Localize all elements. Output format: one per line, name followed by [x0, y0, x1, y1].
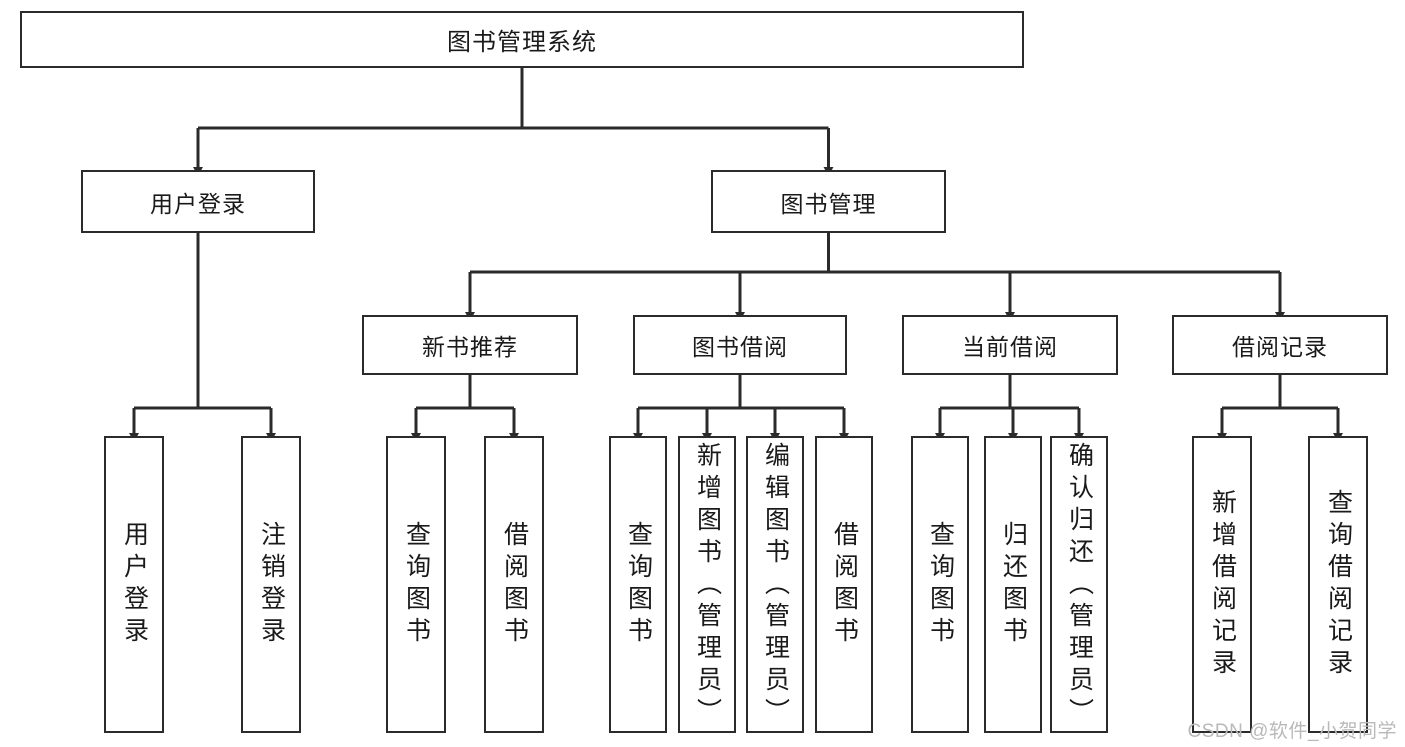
- leaf-node-7[interactable]: 借阅图书: [815, 436, 873, 733]
- node-label: 编辑图书（管理员）: [761, 442, 790, 730]
- level2-node-1[interactable]: 图书借阅: [633, 315, 847, 375]
- node-label: 查询图书: [624, 520, 653, 649]
- leaf-node-10[interactable]: 确认归还（管理员）: [1050, 436, 1108, 733]
- leaf-node-3[interactable]: 借阅图书: [484, 436, 544, 733]
- level2-node-3[interactable]: 借阅记录: [1172, 315, 1388, 375]
- node-label: 归还图书: [999, 520, 1028, 649]
- node-label: 用户登录: [120, 520, 149, 649]
- node-label: 新增借阅记录: [1208, 488, 1237, 681]
- leaf-node-11[interactable]: 新增借阅记录: [1192, 436, 1252, 733]
- node-label: 查询借阅记录: [1324, 488, 1353, 681]
- leaf-node-2[interactable]: 查询图书: [386, 436, 446, 733]
- node-label: 借阅图书: [830, 520, 859, 649]
- level2-node-2[interactable]: 当前借阅: [902, 315, 1118, 375]
- leaf-node-8[interactable]: 查询图书: [911, 436, 969, 733]
- leaf-node-6[interactable]: 编辑图书（管理员）: [746, 436, 804, 733]
- node-label: 借阅图书: [500, 520, 529, 649]
- leaf-node-12[interactable]: 查询借阅记录: [1308, 436, 1368, 733]
- leaf-node-4[interactable]: 查询图书: [609, 436, 667, 733]
- node-label: 查询图书: [926, 520, 955, 649]
- level1-node-1[interactable]: 图书管理: [711, 170, 946, 233]
- node-label: 用户登录: [150, 190, 246, 217]
- node-label: 确认归还（管理员）: [1065, 442, 1094, 730]
- node-label: 查询图书: [402, 520, 431, 649]
- node-label: 借阅记录: [1232, 334, 1328, 360]
- node-label: 图书借阅: [692, 334, 788, 360]
- watermark-label: CSDN @软件_小贺同学: [1187, 721, 1397, 742]
- leaf-node-5[interactable]: 新增图书（管理员）: [678, 436, 736, 733]
- level2-node-0[interactable]: 新书推荐: [362, 315, 578, 375]
- leaf-node-9[interactable]: 归还图书: [984, 436, 1042, 733]
- level1-node-0[interactable]: 用户登录: [81, 170, 315, 233]
- node-label: 新增图书（管理员）: [693, 442, 722, 730]
- leaf-node-0[interactable]: 用户登录: [104, 436, 164, 733]
- leaf-node-1[interactable]: 注销登录: [241, 436, 301, 733]
- node-label: 注销登录: [257, 520, 286, 649]
- root-node-0[interactable]: 图书管理系统: [20, 11, 1024, 68]
- node-label: 新书推荐: [422, 334, 518, 360]
- node-label: 图书管理: [780, 190, 877, 217]
- node-label: 图书管理系统: [447, 29, 597, 56]
- node-label: 当前借阅: [962, 334, 1058, 360]
